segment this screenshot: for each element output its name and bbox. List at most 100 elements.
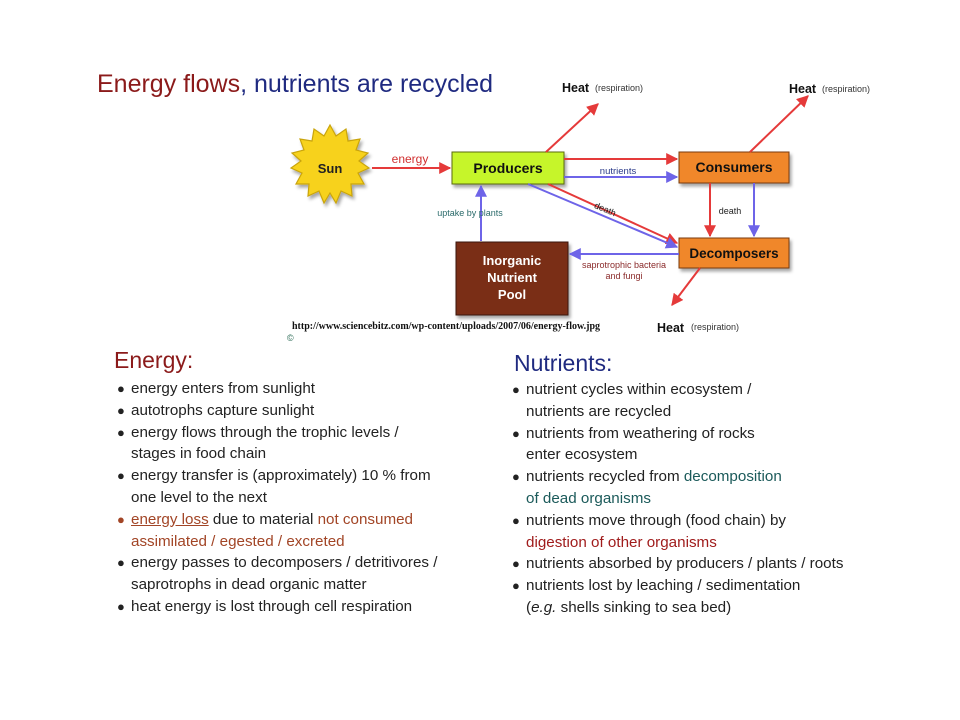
respiration-text: (respiration) (595, 83, 643, 93)
consumers-heat-arrow (749, 95, 809, 153)
list-item: ● energy enters from sunlight (116, 378, 486, 400)
list-item-text: due to material (208, 510, 318, 528)
bullet-icon: ● (512, 425, 520, 441)
bullet-icon: ● (117, 402, 125, 418)
list-item-text: energy enters from sunlight (131, 380, 316, 397)
list-item-continuation: enter ecosystem (526, 446, 638, 464)
decomposers-heat-arrow (671, 267, 701, 306)
title-part-energy: Energy flows (97, 70, 241, 98)
saprotrophic-label-line1: saprotrophic bacteria (582, 260, 666, 270)
decomposers-box (678, 237, 790, 269)
producers-to-decomposers-nutrients-arrow (527, 183, 679, 249)
list-item: ● energy loss due to material not consume… (116, 509, 486, 553)
heat-word: Heat (562, 81, 590, 95)
not-consumed-text: not consumed (317, 510, 413, 528)
title-part-nutrients: nutrients are recycled (254, 70, 494, 98)
bullet-icon: ● (512, 578, 520, 594)
list-item-continuation: of dead organisms (526, 489, 651, 507)
slide-title: Energy flows, nutrients are recycled (97, 70, 493, 99)
list-item-continuation: (e.g. shells sinking to sea bed) (526, 597, 891, 619)
bullet-icon: ● (117, 511, 125, 527)
pool-label-line3: Pool (498, 287, 526, 302)
bullet-icon: ● (512, 382, 520, 397)
uptake-label: uptake by plants (437, 208, 503, 218)
bullet-icon: ● (512, 469, 520, 485)
list-item-continuation: one level to the next (131, 488, 267, 506)
heat-word: Heat (789, 82, 817, 96)
list-item-text: nutrients from weathering of rocks (526, 424, 755, 442)
sun-node: Sun (289, 123, 371, 205)
bullet-icon: ● (512, 512, 520, 528)
nutrients-heading: Nutrients: (514, 350, 613, 376)
consumers-label: Consumers (695, 159, 772, 175)
list-item: ●heat energy is lost through cell respir… (116, 596, 486, 618)
source-url: http://www.sciencebitz.com/wp-content/up… (292, 321, 601, 332)
producers-heat-arrow (545, 103, 599, 153)
list-item-text: nutrients recycled from (526, 468, 684, 486)
sun-label: Sun (318, 161, 343, 176)
pool-label-line1: Inorganic (483, 253, 542, 268)
consumers-box (678, 151, 790, 184)
heat-label-consumers: Heat (respiration) (789, 82, 870, 96)
list-item-text: nutrients absorbed by producers / plants… (526, 555, 844, 573)
list-item: ● nutrients move through (food chain) by d… (511, 510, 891, 554)
nutrients-arrow-label: nutrients (600, 166, 637, 177)
list-item: ● energy transfer is (approximately) 10 %… (116, 465, 486, 509)
consumers-death-label: death (719, 206, 742, 216)
list-item: ● autotrophs capture sunlight (116, 400, 486, 422)
list-item: ● nutrients absorbed by producers / plant… (511, 553, 891, 575)
list-item-text: heat energy is lost through cell respira… (131, 597, 413, 615)
list-item-continuation: nutrients are recycled (526, 402, 672, 420)
list-item-continuation: saprotrophs in dead organic matter (131, 576, 367, 594)
pool-label-line2: Nutrient (487, 270, 538, 285)
bullet-icon: ● (117, 468, 125, 484)
list-item-text: nutrient cycles within ecosystem / (526, 381, 752, 398)
decomposers-node: Decomposers (678, 237, 790, 269)
list-item: ● energy passes to decomposers / detritiv… (116, 552, 486, 596)
sun-icon (289, 123, 371, 205)
list-item: ● nutrients from weathering of rocks enter… (511, 423, 891, 467)
respiration-text: (respiration) (691, 322, 739, 332)
title-separator: , (240, 70, 255, 98)
shells-text: shells sinking to sea bed) (556, 598, 732, 616)
eg-text: e.g. (531, 598, 557, 616)
bullet-icon: ● (117, 381, 125, 396)
bullet-icon: ● (117, 555, 125, 571)
list-item: ● nutrients recycled from decomposition of… (511, 466, 891, 510)
list-item: ● energy flows through the trophic levels… (116, 422, 486, 466)
list-item: ● nutrient cycles within ecosystem / nutri… (511, 379, 891, 423)
consumers-node: Consumers (678, 151, 790, 184)
respiration-text: (respiration) (822, 84, 870, 94)
decomposition-text: decomposition (683, 468, 782, 486)
saprotrophic-label-line2: and fungi (605, 271, 642, 281)
bullet-icon: ● (117, 424, 125, 440)
energy-list: ● energy enters from sunlight ● autotrophs… (116, 378, 486, 618)
energy-arrow-label: energy (392, 152, 429, 166)
paren-text: ( (526, 598, 532, 616)
list-item: ● nutrients lost by leaching / sedimentat… (511, 575, 891, 619)
list-item-text: nutrients lost by leaching / sedimentati… (526, 577, 801, 595)
producers-death-label: death (593, 200, 618, 218)
producers-box (451, 151, 565, 185)
heat-word: Heat (657, 321, 685, 335)
heat-label-decomposers: Heat (respiration) (657, 321, 739, 335)
creative-commons-icon: © (287, 333, 294, 343)
producers-label: Producers (473, 160, 542, 176)
decomposers-label: Decomposers (689, 246, 778, 261)
energy-heading: Energy: (114, 347, 194, 373)
producers-death-arrow (547, 183, 679, 244)
producers-node: Producers (451, 151, 565, 185)
energy-flow-diagram: Sun Producers Consumers Decomposers Inor… (289, 81, 870, 335)
list-item-text: energy flows through the trophic levels … (131, 423, 399, 441)
list-item-text: energy passes to decomposers / detritivo… (131, 554, 438, 572)
list-item-continuation: digestion of other organisms (526, 533, 717, 551)
bullet-icon: ● (512, 556, 520, 572)
nutrients-list: ● nutrient cycles within ecosystem / nutri… (511, 379, 891, 619)
nutrient-pool-box (455, 241, 569, 316)
heat-label-producers: Heat (respiration) (562, 81, 643, 95)
list-item-text: nutrients move through (food chain) by (526, 511, 787, 529)
list-item-text: autotrophs capture sunlight (131, 401, 315, 419)
list-item-text: energy transfer is (approximately) 10 % … (131, 467, 431, 485)
list-item-continuation: stages in food chain (131, 445, 267, 463)
energy-loss-text: energy loss (131, 510, 209, 528)
